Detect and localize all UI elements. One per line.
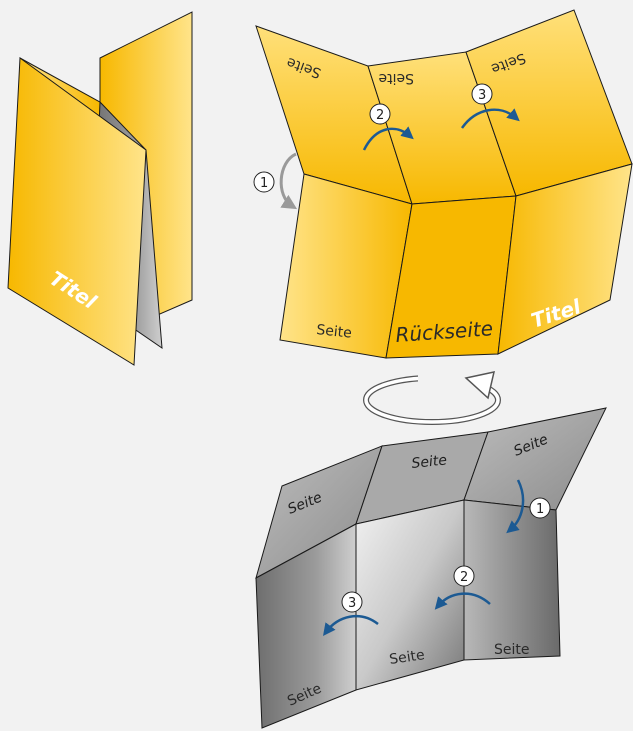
open-leaflet-yellow: Seite Seite Seite Seite Rückseite Titel … bbox=[253, 9, 633, 359]
step-badge-3-top bbox=[471, 83, 493, 105]
step-badge-3-bottom bbox=[341, 591, 363, 613]
seite-label-top-middle: Seite bbox=[379, 70, 415, 86]
step-badge-2-bottom bbox=[453, 565, 475, 587]
step-number-2-top: 2 bbox=[376, 108, 384, 123]
fold-arrow-3-blue-back bbox=[322, 615, 379, 636]
seite-label-grey-bottom-right: Seite bbox=[494, 642, 530, 658]
grey-top-panel-right bbox=[463, 407, 607, 511]
fold-arrow-2-blue bbox=[362, 126, 414, 151]
step-number-1-top: 1 bbox=[260, 176, 268, 191]
standing-leaflet: Titel bbox=[7, 11, 193, 366]
grey-bottom-panel-right bbox=[463, 499, 561, 661]
seite-label-bottom-left: Seite bbox=[316, 322, 353, 342]
fold-arrow-1-grey bbox=[279, 152, 298, 210]
step-badge-1-bottom bbox=[529, 497, 551, 519]
fold-arrow-3-blue bbox=[460, 108, 520, 129]
step-badge-1-top bbox=[253, 171, 275, 193]
fold-arrow-2-blue-back bbox=[434, 592, 491, 610]
seite-label-grey-bottom-middle: Seite bbox=[388, 647, 425, 668]
front-title-panel bbox=[7, 57, 147, 366]
step-number-2-bottom: 2 bbox=[460, 570, 468, 585]
step-badge-2-top bbox=[369, 103, 391, 125]
seite-label-grey-top-middle: Seite bbox=[411, 452, 448, 472]
step-number-3-bottom: 3 bbox=[348, 596, 356, 611]
fold-arrow-1-blue bbox=[506, 479, 525, 534]
step-number-1-bottom: 1 bbox=[536, 502, 544, 517]
open-leaflet-grey: Seite Seite Seite Seite Seite Seite 1 2 … bbox=[255, 407, 607, 729]
bottom-panel-right bbox=[497, 163, 633, 355]
step-number-3-top: 3 bbox=[478, 88, 486, 103]
flip-rotation-arrow bbox=[363, 371, 501, 425]
